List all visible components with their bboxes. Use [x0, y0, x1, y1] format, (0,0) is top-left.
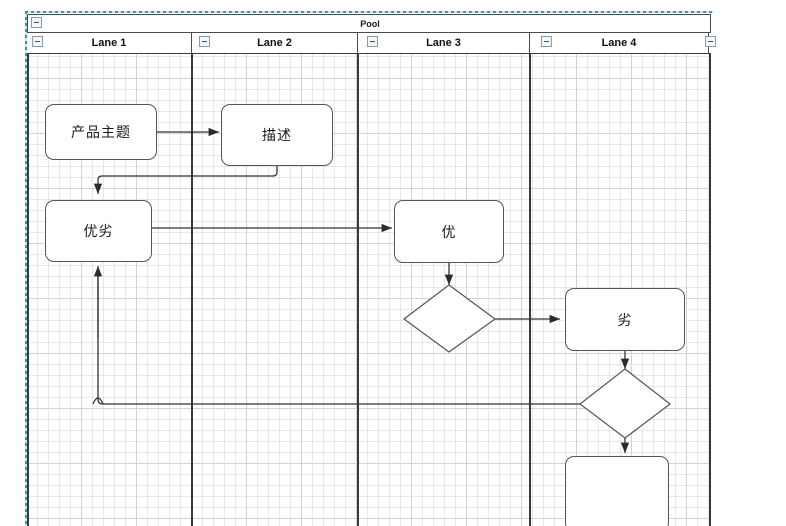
lane-header-2[interactable]: Lane 2 [192, 33, 358, 53]
lane-separator-1[interactable] [191, 54, 193, 526]
pool-title: Pool [360, 19, 380, 29]
lane-collapse-icon-3[interactable] [367, 36, 378, 47]
lane-header-3[interactable]: Lane 3 [358, 33, 530, 53]
node-label: 产品主题 [71, 124, 131, 140]
node-label: 描述 [262, 127, 292, 143]
selection-border-left [25, 11, 27, 526]
node-description[interactable]: 描述 [221, 104, 333, 166]
node-label: 优 [441, 223, 457, 240]
node-pros-cons[interactable]: 优劣 [45, 200, 152, 262]
pool-left-edge [27, 32, 29, 526]
node-label: 优劣 [83, 223, 114, 239]
lane-collapse-icon-1[interactable] [32, 36, 43, 47]
node-bottom[interactable] [565, 456, 669, 526]
lane-header-1[interactable]: Lane 1 [27, 33, 192, 53]
lane-label-1: Lane 1 [91, 37, 127, 49]
lane-collapse-icon-5[interactable] [705, 36, 716, 47]
node-label: 劣 [617, 311, 633, 328]
lane-label-4: Lane 4 [601, 37, 637, 49]
lane-label-2: Lane 2 [257, 37, 292, 49]
node-pros[interactable]: 优 [394, 200, 504, 263]
node-product-theme[interactable]: 产品主题 [45, 104, 157, 160]
pool-collapse-icon[interactable] [31, 17, 42, 28]
edge-n2-n3 [93, 166, 278, 194]
lane-collapse-icon-2[interactable] [199, 36, 210, 47]
lane-collapse-icon-4[interactable] [541, 36, 552, 47]
pool-header[interactable]: Pool [27, 14, 711, 32]
lane-separator-2[interactable] [357, 54, 359, 526]
lane-separator-3[interactable] [529, 54, 531, 526]
lane-label-3: Lane 3 [426, 37, 461, 49]
selection-border-top [25, 11, 713, 13]
lane-header-4[interactable]: Lane 4 [530, 33, 709, 53]
pool-right-edge [709, 32, 711, 526]
line-jump-icon [92, 397, 104, 405]
node-cons[interactable]: 劣 [565, 288, 685, 351]
